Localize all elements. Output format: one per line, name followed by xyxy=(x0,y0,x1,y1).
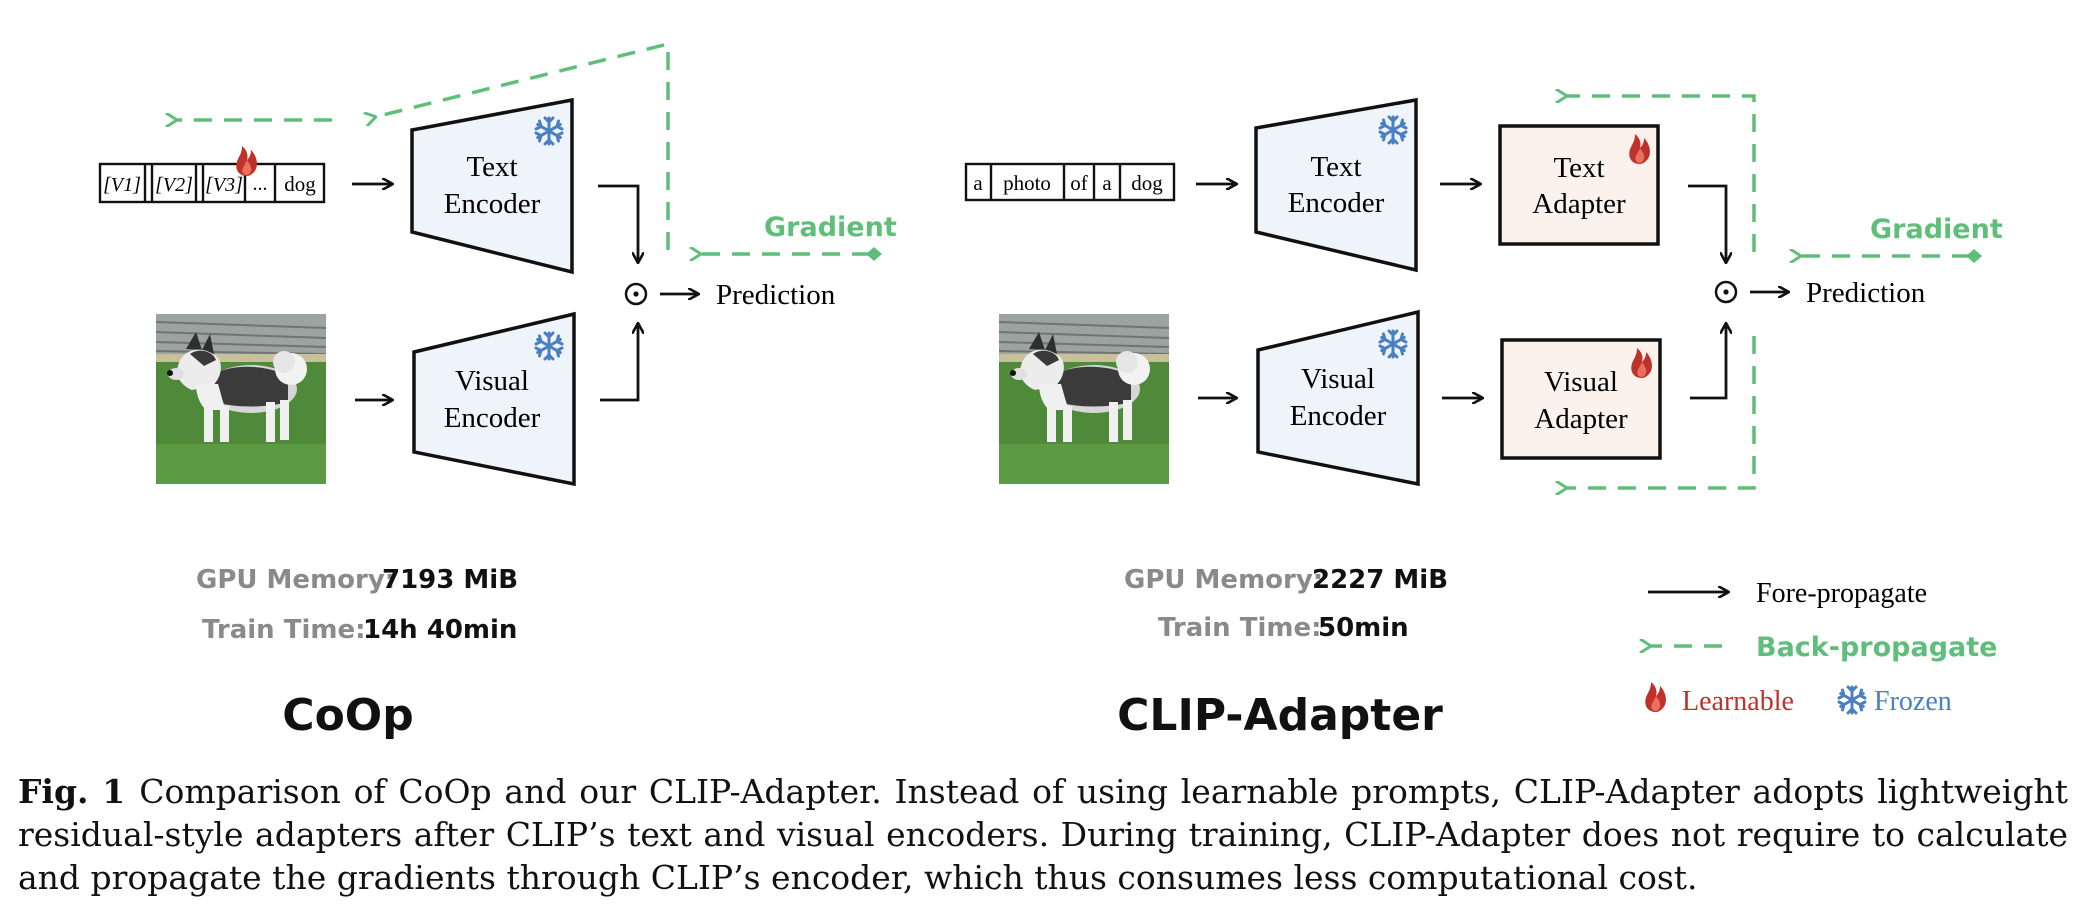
coop-train-value: 14h 40min xyxy=(363,615,517,645)
gradient-path xyxy=(1566,96,1756,252)
fore-arrow xyxy=(600,324,638,402)
coop-visual-encoder-line2: Encoder xyxy=(444,402,541,434)
dog-image xyxy=(998,313,1170,485)
token-dog: dog xyxy=(1131,171,1163,195)
clip-text-encoder-line2: Encoder xyxy=(1288,187,1385,219)
clip-visual-encoder xyxy=(1256,309,1420,487)
clip-gpu-value: 2227 MiB xyxy=(1312,565,1448,595)
text-adapter xyxy=(1498,124,1660,246)
clip-prediction: Prediction xyxy=(1806,277,1926,309)
gradient-diamond xyxy=(866,247,882,261)
dog-image xyxy=(155,313,327,485)
clip-gpu-label: GPU Memory: xyxy=(1124,565,1323,595)
fore-arrow xyxy=(1688,184,1726,262)
coop-text-encoder-line1: Text xyxy=(466,151,517,183)
frozen-snowflake-icon xyxy=(1837,685,1867,715)
clip-adapter-diagram: a photo of a dog Text Encoder Visual Enc… xyxy=(964,96,2003,741)
coop-visual-encoder xyxy=(412,311,576,487)
clip-adapter-title: CLIP-Adapter xyxy=(1117,690,1443,741)
dot-product-icon xyxy=(1714,280,1738,304)
legend-back-label: Back-propagate xyxy=(1756,632,1997,663)
coop-gradient-label: Gradient xyxy=(764,212,897,243)
token-ellipsis: ... xyxy=(253,173,268,195)
text-adapter-line1: Text xyxy=(1553,152,1604,184)
token-dog: dog xyxy=(284,172,316,196)
gradient-path xyxy=(1566,336,1756,488)
coop-train-label: Train Time: xyxy=(202,615,366,645)
visual-adapter xyxy=(1500,338,1662,460)
legend-learnable-label: Learnable xyxy=(1682,686,1794,717)
coop-gpu-value: 7193 MiB xyxy=(382,565,518,595)
coop-gpu-label: GPU Memory: xyxy=(196,565,395,595)
coop-title: CoOp xyxy=(282,690,413,741)
coop-text-encoder-line2: Encoder xyxy=(444,188,541,220)
token-a: a xyxy=(1102,171,1112,195)
clip-gradient-label: Gradient xyxy=(1870,214,2003,245)
learnable-flame-icon xyxy=(1645,682,1666,712)
token-v2: [V2] xyxy=(155,174,193,196)
fore-arrow xyxy=(1690,324,1726,400)
dot-product-icon xyxy=(624,282,648,306)
fore-arrow xyxy=(598,184,638,262)
clip-visual-encoder-line1: Visual xyxy=(1301,363,1375,395)
token-v3: [V3] xyxy=(205,174,243,196)
gradient-path xyxy=(375,41,670,250)
token-a: a xyxy=(973,171,983,195)
clip-text-encoder xyxy=(1254,97,1418,273)
clip-text-encoder-line1: Text xyxy=(1310,151,1361,183)
coop-diagram: [V1] [V2] [V3] ... dog Text Encoder Visu… xyxy=(98,41,897,741)
legend: Fore-propagate Back-propagate Learnable … xyxy=(1645,578,1997,717)
legend-frozen-label: Frozen xyxy=(1874,686,1952,717)
learnable-flame-icon xyxy=(236,146,257,176)
caption-text: Comparison of CoOp and our CLIP-Adapter.… xyxy=(18,772,2069,897)
gradient-diamond xyxy=(1966,249,1982,263)
token-v1: [V1] xyxy=(103,174,141,196)
clip-visual-encoder-line2: Encoder xyxy=(1290,400,1387,432)
clip-train-label: Train Time: xyxy=(1158,613,1322,643)
token-photo: photo xyxy=(1003,171,1051,195)
coop-text-encoder xyxy=(410,97,574,275)
coop-visual-encoder-line1: Visual xyxy=(455,365,529,397)
token-of: of xyxy=(1070,171,1088,195)
visual-adapter-line1: Visual xyxy=(1544,366,1618,398)
visual-adapter-line2: Adapter xyxy=(1534,403,1628,435)
clip-train-value: 50min xyxy=(1318,613,1409,643)
coop-token-sequence: [V1] [V2] [V3] ... dog xyxy=(98,162,326,204)
text-adapter-line2: Adapter xyxy=(1532,188,1626,220)
caption-label: Fig. 1 xyxy=(18,772,126,811)
legend-fore-label: Fore-propagate xyxy=(1756,578,1927,609)
coop-prediction: Prediction xyxy=(716,279,836,311)
clip-token-sequence: a photo of a dog xyxy=(964,162,1176,202)
